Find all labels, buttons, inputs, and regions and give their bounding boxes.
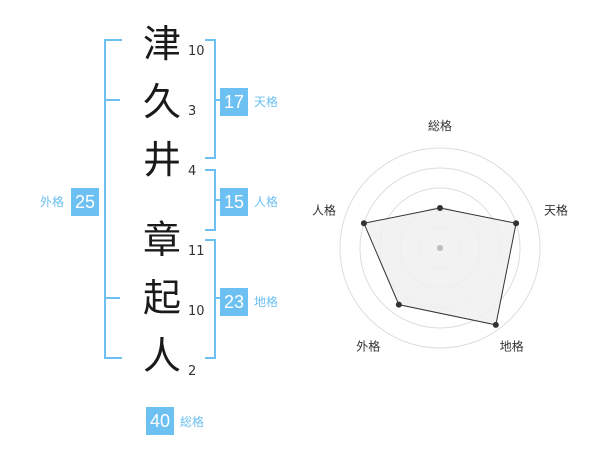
name-char-3: 井 [142, 138, 181, 182]
name-char-4: 章 [142, 218, 181, 262]
gaikaku-label: 外格 [40, 195, 65, 209]
radar-grid-ring [339, 147, 541, 349]
chikaku-label: 地格 [254, 295, 279, 309]
radar-grid-ring [419, 227, 461, 269]
radar-point-4 [395, 301, 402, 308]
stroke-count-4: 11 [188, 244, 205, 259]
radar-point-5 [360, 220, 367, 227]
gaikaku-value-badge: 25 [71, 188, 99, 216]
tenkaku-label: 天格 [254, 95, 279, 109]
radar-axis-label-4: 外格 [356, 339, 380, 354]
name-char-1: 津 [142, 22, 181, 66]
stroke-count-5: 10 [188, 304, 205, 319]
stroke-count-6: 2 [188, 364, 197, 379]
radar-grid-ring [359, 167, 521, 329]
radar-axis-label-5: 人格 [312, 202, 336, 217]
name-char-2: 久 [142, 80, 181, 124]
radar-grid-ring [379, 187, 501, 309]
jinkaku-value-badge: 15 [220, 188, 248, 216]
jinkaku-bracket [205, 169, 216, 231]
radar-area [363, 207, 517, 326]
name-char-6: 人 [142, 334, 181, 378]
chikaku-value-badge: 23 [220, 288, 248, 316]
radar-grid-ring [399, 207, 481, 289]
tenkaku-value-badge: 17 [220, 88, 248, 116]
stroke-count-3: 4 [188, 164, 197, 179]
radar-point-3 [492, 321, 499, 328]
stroke-count-2: 3 [188, 104, 197, 119]
outer-bracket [104, 39, 122, 359]
stroke-count-1: 10 [188, 44, 205, 59]
radar-axis-label-2: 天格 [544, 202, 568, 217]
name-char-5: 起 [142, 276, 181, 320]
jinkaku-label: 人格 [254, 195, 279, 209]
soukaku-label: 総格 [180, 415, 205, 429]
radar-axis-label-1: 総格 [428, 118, 452, 133]
radar-point-2 [513, 220, 520, 227]
soukaku-value-badge: 40 [146, 407, 174, 435]
radar-point-1 [437, 205, 443, 211]
radar-center [437, 245, 443, 251]
radar-axis-label-3: 地格 [500, 339, 524, 354]
